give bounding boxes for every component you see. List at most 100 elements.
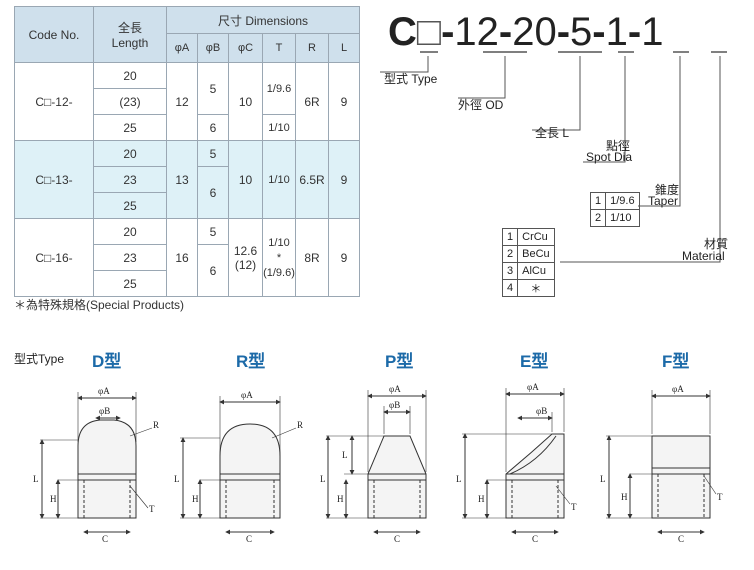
dim-l: L <box>33 474 39 484</box>
table-cell-b: 5 <box>197 218 229 245</box>
code-part-box: □ <box>416 10 442 54</box>
dim-c: C <box>678 534 684 544</box>
label-type: 型式 Type <box>384 72 438 86</box>
special-products-note: ＊為特殊規格(Special Products) <box>14 298 185 312</box>
label-spot-en: Spot Dia <box>586 150 633 164</box>
table-cell-length: (23) <box>93 88 167 115</box>
table-cell-length: 20 <box>93 218 167 245</box>
type-d-title: D型 <box>92 352 122 371</box>
col-t: T <box>262 33 296 63</box>
table-cell-a: 13 <box>166 140 198 219</box>
dim-l: L <box>456 474 462 484</box>
table-cell-t-3: (1/9.6) <box>263 266 295 279</box>
dim-h: H <box>478 494 485 504</box>
dim-h: H <box>337 494 344 504</box>
dim-a: φA <box>672 384 684 394</box>
col-c: φC <box>228 33 263 63</box>
table-cell-c-1: 12.6 <box>233 243 258 258</box>
material-value: BeCu <box>517 245 555 263</box>
label-taper-cn: 錐度 <box>655 183 680 197</box>
table-cell-length: 25 <box>93 114 167 141</box>
code-part: - <box>556 10 571 54</box>
table-cell-l: 9 <box>328 140 360 219</box>
table-row-code: C□-13- <box>14 140 94 219</box>
dim-c: C <box>532 534 538 544</box>
code-part: 20 <box>512 10 557 54</box>
material-code: 2 <box>501 245 519 263</box>
type-d-drawing <box>39 392 153 535</box>
taper-value: 1/10 <box>605 209 640 227</box>
table-cell-length: 20 <box>93 140 167 167</box>
dim-l: L <box>320 474 326 484</box>
table-cell-t: 1/9.6 <box>262 62 296 115</box>
table-cell-l: 9 <box>328 62 360 141</box>
dim-a: φA <box>241 390 253 400</box>
col-length-cn: 全長 <box>117 21 142 35</box>
type-f-title: F型 <box>662 352 690 371</box>
dim-t: T <box>571 502 577 512</box>
dim-l: L <box>600 474 606 484</box>
table-cell-l: 9 <box>328 218 360 297</box>
table-cell-t: 1/10 * (1/9.6) <box>262 218 296 297</box>
dim-l: L <box>174 474 180 484</box>
col-b: φB <box>197 33 229 63</box>
table-cell-t-2: * <box>276 251 282 264</box>
type-f-drawing <box>606 390 717 535</box>
col-code-no: Code No. <box>14 6 94 63</box>
material-code: 4 <box>501 279 519 297</box>
code-part: 1 <box>605 10 628 54</box>
taper-code: 2 <box>589 209 607 227</box>
dim-t: T <box>149 504 155 514</box>
dim-h: H <box>621 492 628 502</box>
product-code: C□-12-20-5-1-1 <box>388 10 663 54</box>
dim-r: R <box>297 420 303 430</box>
dim-r: R <box>153 420 159 430</box>
taper-value: 1/9.6 <box>605 192 640 210</box>
type-p-title: P型 <box>385 352 414 371</box>
dim-a: φA <box>98 386 110 396</box>
dim-a: φA <box>389 384 401 394</box>
table-cell-c-2: (12) <box>234 257 257 272</box>
type-e-drawing <box>462 388 571 535</box>
table-cell-b: 5 <box>197 140 229 167</box>
table-cell-length: 20 <box>93 62 167 89</box>
label-od: 外徑 OD <box>458 98 504 112</box>
type-r-title: R型 <box>236 352 266 371</box>
table-cell-c: 12.6 (12) <box>228 218 263 297</box>
label-taper-en: Taper <box>648 194 679 208</box>
table-cell-r: 8R <box>295 218 329 297</box>
table-cell-t-1: 1/10 <box>268 236 290 249</box>
label-material-cn: 材質 <box>704 237 729 251</box>
dim-c: C <box>246 534 252 544</box>
code-part: 12 <box>454 10 499 54</box>
col-r: R <box>295 33 329 63</box>
dim-a: φA <box>527 382 539 392</box>
table-cell-length: 25 <box>93 192 167 219</box>
table-cell-t: 1/10 <box>262 140 296 219</box>
dim-l-tip: L <box>342 450 348 460</box>
dim-b: φB <box>389 400 400 410</box>
table-cell-a: 12 <box>166 62 198 141</box>
table-row-code: C□-16- <box>14 218 94 297</box>
table-cell-b: 5 <box>197 62 229 115</box>
col-dimensions: 尺寸 Dimensions <box>166 6 360 34</box>
dim-t: T <box>717 492 723 502</box>
table-cell-length: 23 <box>93 244 167 271</box>
table-cell-r: 6.5R <box>295 140 329 219</box>
table-cell-c: 10 <box>228 62 263 141</box>
type-e-title: E型 <box>520 352 549 371</box>
label-material-en: Material <box>682 249 725 263</box>
code-part: 5 <box>570 10 593 54</box>
col-length-en: Length <box>111 36 149 50</box>
material-value: CrCu <box>517 228 555 246</box>
table-cell-a: 16 <box>166 218 198 297</box>
types-heading: 型式Type <box>14 352 65 366</box>
spec-table: Code No. 全長 Length 尺寸 Dimensions φA φB φ… <box>14 6 360 297</box>
col-l: L <box>328 33 360 63</box>
table-row-code: C□-12- <box>14 62 94 141</box>
material-code: 3 <box>501 262 519 280</box>
type-drawings: φA φB R L H C T φA R L H C φA φB L L H C… <box>33 382 723 544</box>
dim-h: H <box>50 494 57 504</box>
